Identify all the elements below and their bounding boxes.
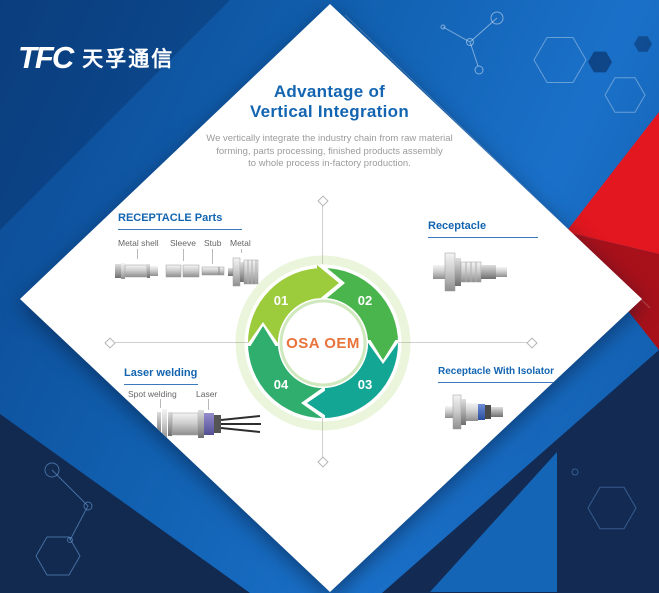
leader-line xyxy=(160,399,161,408)
receptacle-illustration xyxy=(433,252,507,292)
step-number-02: 02 xyxy=(357,293,373,308)
leader-line xyxy=(137,249,138,259)
cycle-center-label: OSA OEM xyxy=(286,335,360,352)
stub-illustration xyxy=(201,266,225,276)
laser-diode-illustration xyxy=(157,409,261,439)
logo-cjk: 天孚通信 xyxy=(82,48,175,71)
step-number-03: 03 xyxy=(357,377,373,392)
description-line2: forming, parts processing, finished prod… xyxy=(216,145,443,157)
part-label-laser: Laser xyxy=(196,389,218,399)
sleeve-illustration xyxy=(165,264,200,278)
tfc-logo: TFC 天孚通信 xyxy=(18,40,174,76)
logo-latin: TFC xyxy=(18,40,74,75)
page-title-line1: Advantage of xyxy=(273,82,386,101)
part-label-spot-welding: Spot welding xyxy=(128,389,177,399)
section-title-laser-welding: Laser welding xyxy=(124,367,198,385)
section-title-receptacle-with-isolator: Receptacle With Isolator xyxy=(438,366,554,383)
receptacle-with-isolator-illustration xyxy=(445,394,503,430)
leader-line xyxy=(208,399,209,410)
diamond-marker-bottom xyxy=(317,456,329,468)
part-label-metal: Metal xyxy=(230,238,251,248)
diamond-marker-left xyxy=(104,337,116,349)
description-line3: to whole process in-factory production. xyxy=(248,158,411,169)
leader-line xyxy=(183,249,184,261)
part-label-metal-shell: Metal shell xyxy=(118,238,159,248)
page-title: Advantage of Vertical Integration xyxy=(20,82,642,122)
diamond-marker-right xyxy=(526,337,538,349)
section-title-receptacle: Receptacle xyxy=(428,220,538,238)
leader-line xyxy=(241,249,242,253)
metal-part-illustration xyxy=(228,257,259,287)
diamond-marker-top xyxy=(317,195,329,207)
cycle-ring xyxy=(235,255,411,431)
page-title-line2: Vertical Integration xyxy=(249,102,410,121)
section-title-receptacle-parts: RECEPTACLE Parts xyxy=(118,212,242,230)
part-label-stub: Stub xyxy=(204,238,222,248)
part-label-sleeve: Sleeve xyxy=(170,238,196,248)
description-line1: We vertically integrate the industry cha… xyxy=(206,133,453,144)
leader-line xyxy=(212,249,213,264)
step-number-01: 01 xyxy=(273,293,289,308)
metal-shell-illustration xyxy=(115,263,158,279)
description: We vertically integrate the industry cha… xyxy=(20,133,642,171)
step-number-04: 04 xyxy=(273,377,289,392)
